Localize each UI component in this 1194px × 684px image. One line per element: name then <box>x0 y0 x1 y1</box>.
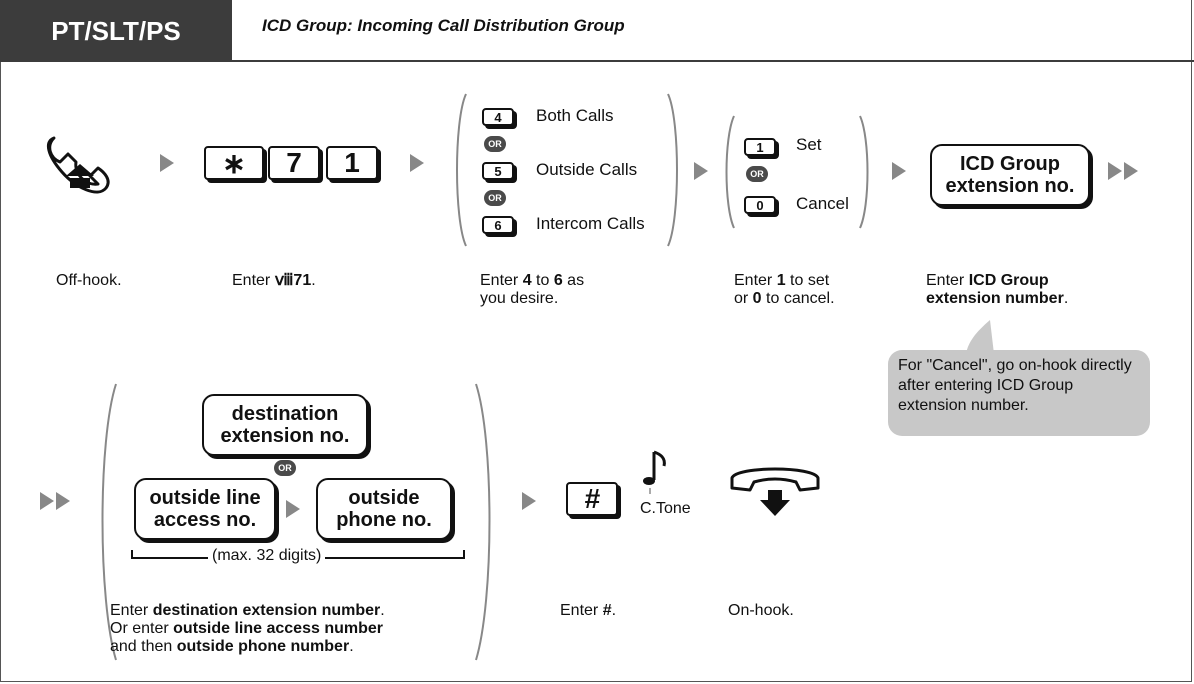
or-badge: OR <box>484 136 506 152</box>
caption-enter-star71: Enter ⅷ71. <box>232 272 316 289</box>
double-arrow-icon <box>56 492 70 510</box>
header-rule <box>232 60 1194 62</box>
off-hook-handset-icon <box>46 136 110 194</box>
key-hash: # <box>566 482 618 516</box>
caption-enter-hash: Enter #. <box>560 602 617 619</box>
caption-destination: Enter destination extension number. Or e… <box>110 602 385 655</box>
arrow-icon <box>160 154 174 172</box>
arrow-icon <box>522 492 536 510</box>
diagram-title: ICD Group: Incoming Call Distribution Gr… <box>262 16 625 35</box>
key-1: 1 <box>326 146 378 180</box>
arrow-icon <box>892 162 906 180</box>
caption-on-hook: On-hook. <box>728 602 794 619</box>
or-badge: OR <box>484 190 506 206</box>
option-intercom-calls: Intercom Calls <box>536 214 645 233</box>
key-7: 7 <box>268 146 320 180</box>
key-0-cancel: 0 <box>744 196 776 214</box>
caption-off-hook: Off-hook. <box>56 272 122 289</box>
max-digits-label: (max. 32 digits) <box>208 547 326 565</box>
key-6: 6 <box>482 216 514 234</box>
note-pointer <box>966 320 994 354</box>
double-arrow-icon <box>40 492 54 510</box>
key-1-set: 1 <box>744 138 776 156</box>
option-outside-calls: Outside Calls <box>536 160 638 179</box>
key-4: 4 <box>482 108 514 126</box>
arrow-icon <box>286 500 300 518</box>
option-set: Set <box>796 135 822 154</box>
double-arrow-icon <box>1124 162 1138 180</box>
music-note-icon <box>643 450 666 494</box>
key-star: ∗ <box>204 146 264 180</box>
or-badge: OR <box>746 166 768 182</box>
arrow-icon <box>410 154 424 172</box>
cancel-note: For "Cancel", go on-hook directly after … <box>888 350 1150 436</box>
double-arrow-icon <box>1108 162 1122 180</box>
header-tab: PT/SLT/PS <box>0 0 232 62</box>
option-both-calls: Both Calls <box>536 106 614 125</box>
option-cancel: Cancel <box>796 194 849 213</box>
key-5: 5 <box>482 162 514 180</box>
set-cancel-bracket <box>725 115 869 229</box>
or-badge: OR <box>274 460 296 476</box>
confirmation-tone-label: C.Tone <box>640 500 691 517</box>
on-hook-handset-icon <box>730 467 820 516</box>
arrow-icon <box>694 162 708 180</box>
options-bracket <box>456 93 678 247</box>
